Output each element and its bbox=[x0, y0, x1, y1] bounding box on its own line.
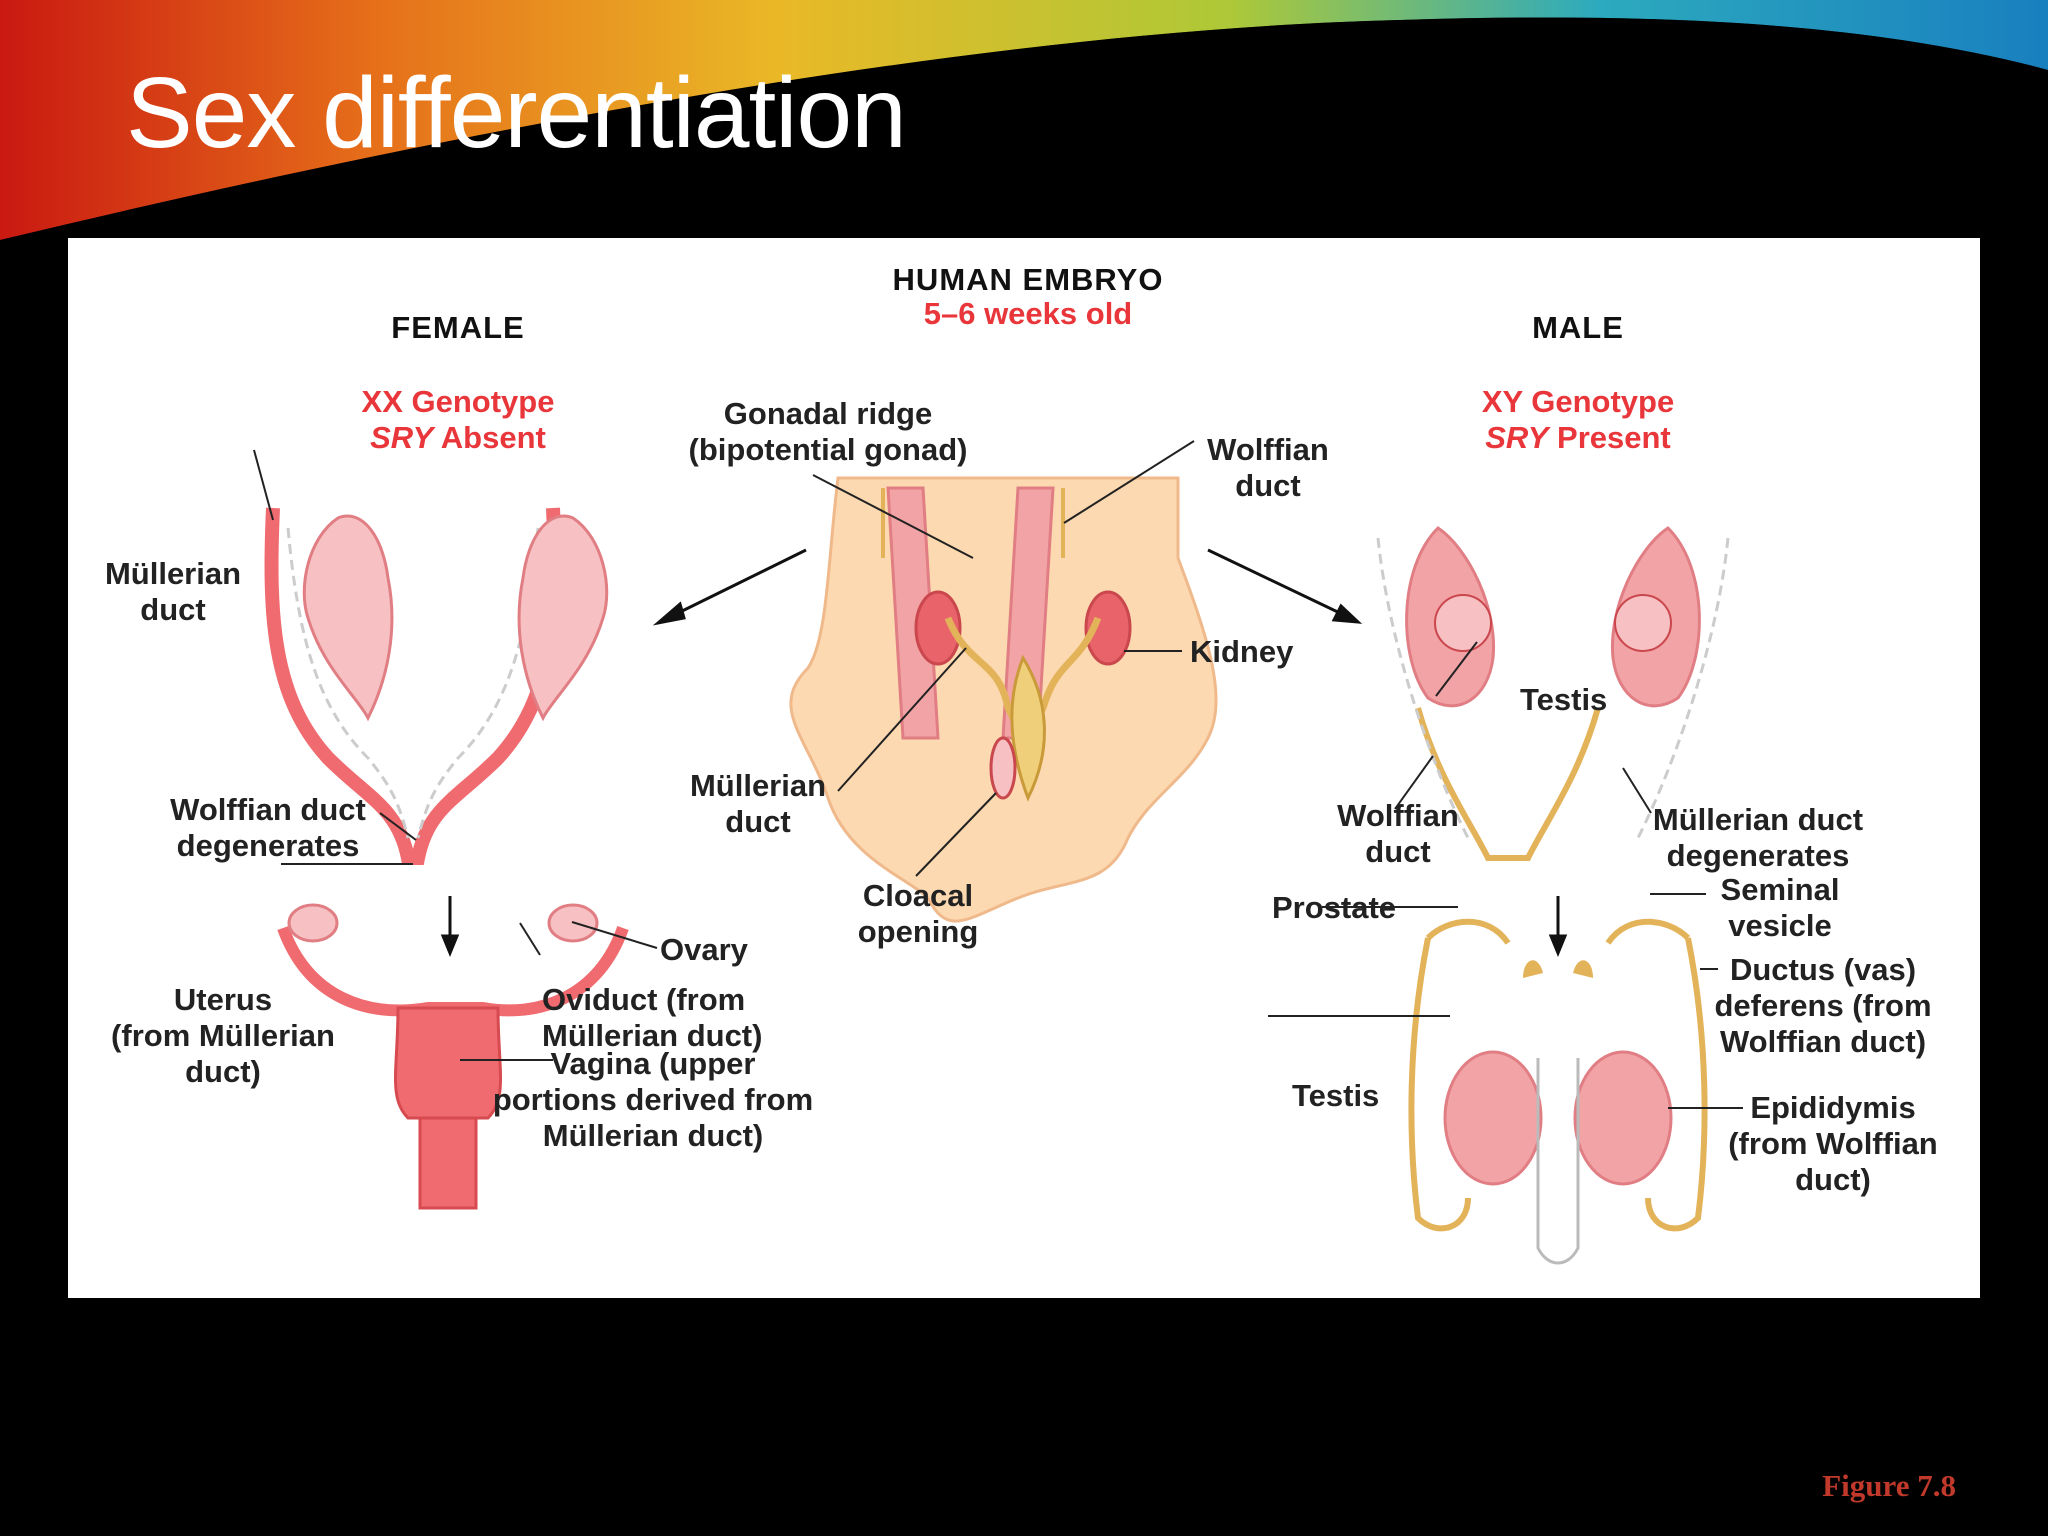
male-ducts-illustration bbox=[1376, 526, 1730, 861]
slide-title: Sex differentiation bbox=[126, 57, 907, 169]
arrows bbox=[440, 548, 1568, 957]
male-sry-term: SRY bbox=[1485, 420, 1549, 455]
female-genotype: XX Genotype bbox=[361, 384, 555, 419]
female-sry-status: SRY Absent bbox=[308, 420, 608, 456]
male-heading: MALE bbox=[1532, 310, 1624, 345]
rainbow-swoosh-decoration bbox=[0, 0, 2048, 260]
label-prostate: Prostate bbox=[1272, 890, 1397, 925]
female-sry-value: Absent bbox=[440, 420, 546, 455]
label-ovary: Ovary bbox=[660, 932, 748, 967]
male-sry-value: Present bbox=[1557, 420, 1671, 455]
leader-lines bbox=[253, 440, 1743, 1109]
embryo-age: 5–6 weeks old bbox=[923, 296, 1133, 331]
male-sry-status: SRY Present bbox=[1428, 420, 1728, 456]
label-gonadal-ridge: Gonadal ridge(bipotential gonad) bbox=[688, 396, 968, 467]
female-sry-term: SRY bbox=[370, 420, 434, 455]
label-kidney: Kidney bbox=[1190, 634, 1294, 669]
female-ducts-illustration bbox=[264, 507, 609, 865]
male-reproductive-illustration bbox=[1408, 918, 1708, 1265]
female-heading: FEMALE bbox=[391, 310, 525, 345]
embryo-heading: HUMAN EMBRYO bbox=[892, 262, 1164, 297]
label-testis-top: Testis bbox=[1520, 682, 1608, 717]
male-genotype: XY Genotype bbox=[1481, 384, 1675, 419]
anatomy-illustration bbox=[253, 440, 1743, 1265]
label-testis-bottom: Testis bbox=[1292, 1078, 1380, 1113]
figure-label: Figure 7.8 bbox=[1822, 1468, 1956, 1503]
figure-panel: HUMAN EMBRYO 5–6 weeks old FEMALE XX Gen… bbox=[68, 238, 1980, 1298]
uterus-illustration bbox=[277, 903, 629, 1210]
embryo-illustration bbox=[789, 476, 1218, 923]
